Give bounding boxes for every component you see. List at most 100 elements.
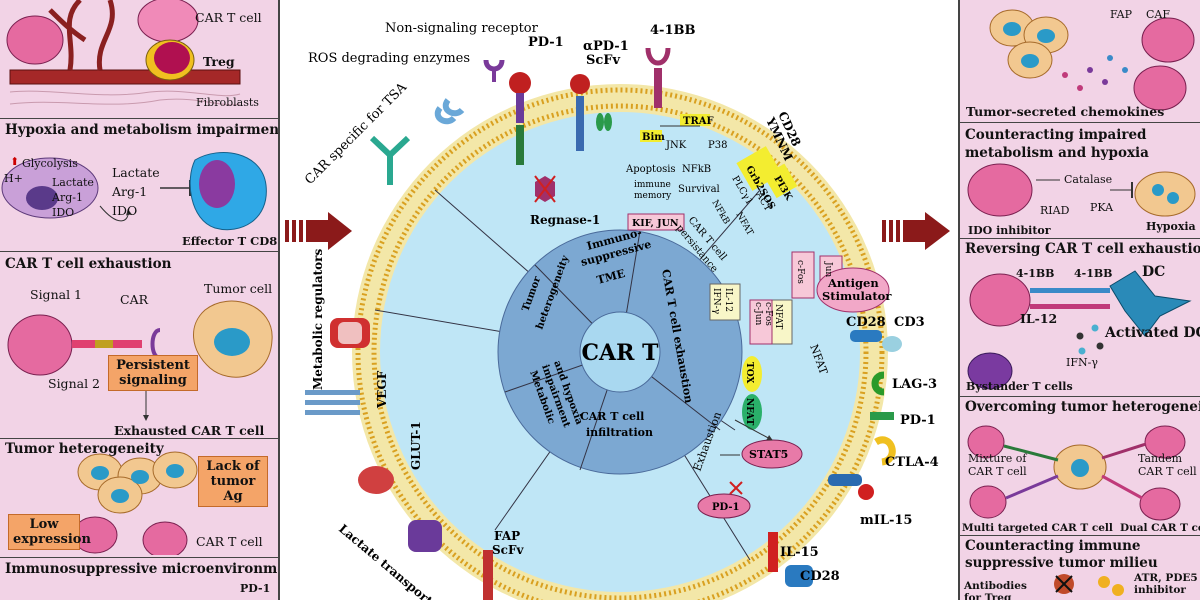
effector-label: Effector T CD8+ [182,234,280,248]
lactate-transport-icon [408,520,442,552]
pd1-oval [697,493,751,519]
cfos-box [791,251,815,299]
left-arrow-icon [285,212,352,250]
immunosuppressive-title: Immunosuppressive microenvironment [5,561,280,577]
mil15-label: mIL-15 [860,513,912,528]
car-label: CAR [120,292,149,307]
jun-label: Jun [823,261,833,277]
counteracting-title: Counteracting immune suppressive tumor m… [965,538,1158,571]
heterogeneity-title: Tumor heterogeneity [5,441,164,457]
lag3-icon [871,371,885,396]
fap-label: FAP [494,529,520,543]
metabolism-illustration [967,163,1196,217]
glut1-icon [358,466,394,494]
nfkb-label: NFkB [682,164,711,175]
reversing-illustration [967,270,1192,390]
inf-a-label: CAR T cell [580,410,644,423]
hypoxia-label: Hypoxia [1146,220,1196,233]
mixture-label: Mixture of CAR T cell [968,452,1027,478]
pd1-top-label: PD-1 [528,35,564,50]
right-arrow-icon [882,212,950,250]
overcoming-title: Overcoming tumor heterogeneity [965,399,1200,415]
membrane-heads-inner [371,103,869,601]
tandem-label: Tandem CAR T cell [1138,452,1197,478]
apd1-scfv-icon [570,74,612,151]
car-t-hub-label: CAR T [582,340,660,366]
antibodies-label: Antibodies for Treg depletion [964,580,1027,600]
hub-center [579,311,661,393]
fibroblast-illustration [6,0,241,106]
nfat-oval-label: NFAT [744,398,754,426]
fap-scfv-label: ScFv [492,543,524,557]
exhaustion-illustration [7,300,273,421]
traf-box [680,114,710,126]
nfat-box-label: NFAT [773,304,783,329]
lactate-inner-label: Lactate [52,176,94,189]
main-diagram: Non-signaling receptor ROS degrading enz… [280,0,958,604]
nonsignaling-label: Non-signaling receptor [385,21,539,36]
section-divider [0,118,278,119]
ido-inner-label: IDO [52,206,75,219]
kif-box [627,213,685,231]
signal1-label: Signal 1 [30,287,82,302]
pd1-label: PD-1 [240,582,271,595]
bystander-label: Bystander T cells [966,380,1073,393]
section-divider [0,557,278,558]
treg-label: Treg [203,54,235,69]
ctla4-icon [874,436,896,466]
apoptosis-label: Apoptosis [625,164,676,175]
ido-label: IDO [112,203,138,218]
ifn-label: IFN-γ [711,288,721,314]
inf-b-label: infiltration [586,426,653,439]
ros-label: ROS degrading enzymes [308,51,470,66]
tox-oval [742,356,762,392]
section-divider [960,396,1200,397]
pd1-oval-label: PD-1 [712,502,740,513]
antigen-stimulator-oval [816,267,890,313]
activated-dc-label: Activated DC [1105,325,1200,341]
counteracting-illustration [1054,574,1124,596]
regnase-icon [534,175,556,203]
cfos-cjun-box [749,299,773,345]
signal2-label: Signal 2 [48,376,100,391]
fibroblasts-label: Fibroblasts [196,96,259,109]
jnk-label: JNK [665,140,687,151]
left-panel: CAR T cell Treg Fibroblasts Hypoxia and … [0,0,280,600]
traf-label: TRAF [683,116,714,127]
apd1-label: αPD-1 [583,39,629,54]
non-signaling-receptor-icon [483,59,505,82]
stimulator-label: Stimulator [822,289,892,303]
immune-label: immune [634,180,671,190]
pd1-right-label: PD-1 [900,413,936,428]
ros-enzyme-icon [434,98,465,125]
bb4-label: 4-1BB [650,23,695,38]
scfv-label: ScFv [586,53,621,68]
nfat-oval [742,394,762,430]
il15-label: IL-15 [780,545,819,560]
right-panel: FAP CAF Tumor-secreted chemokines Counte… [958,0,1200,600]
arrow-up-icon: ⬆ [10,155,20,168]
membrane-heads [355,87,885,604]
heterogeneity-illustration [72,451,198,555]
stat5-label: STAT5 [749,448,788,461]
ifn-label: IFN-γ [1066,356,1098,369]
p38-label: P38 [708,140,727,151]
car-t-cell-label: CAR T cell [195,10,262,25]
cd28-bottom-label: CD28 [800,569,840,584]
section-divider [960,535,1200,536]
exhausted-label: Exhausted CAR T cell [114,423,265,438]
tumor-cell-label: Tumor cell [204,281,273,296]
tox-label: TOX [744,362,754,383]
h-label: H+ [4,172,23,185]
chemokines-label: Tumor-secreted chemokines [966,104,1165,119]
ctla4-label: CTLA-4 [885,455,939,470]
regnase-label: Regnase-1 [530,213,600,227]
metabolic-label: Metabolic regulators [311,248,325,390]
section-divider [960,238,1200,239]
section-divider [0,251,278,252]
metabolism-title: Counteracting impaired metabolism and hy… [965,127,1149,161]
catalase-label: Catalase [1064,173,1113,186]
survival-label: Survival [678,184,720,195]
memory-label: memory [634,191,672,201]
car-tsa-icon [369,135,411,185]
